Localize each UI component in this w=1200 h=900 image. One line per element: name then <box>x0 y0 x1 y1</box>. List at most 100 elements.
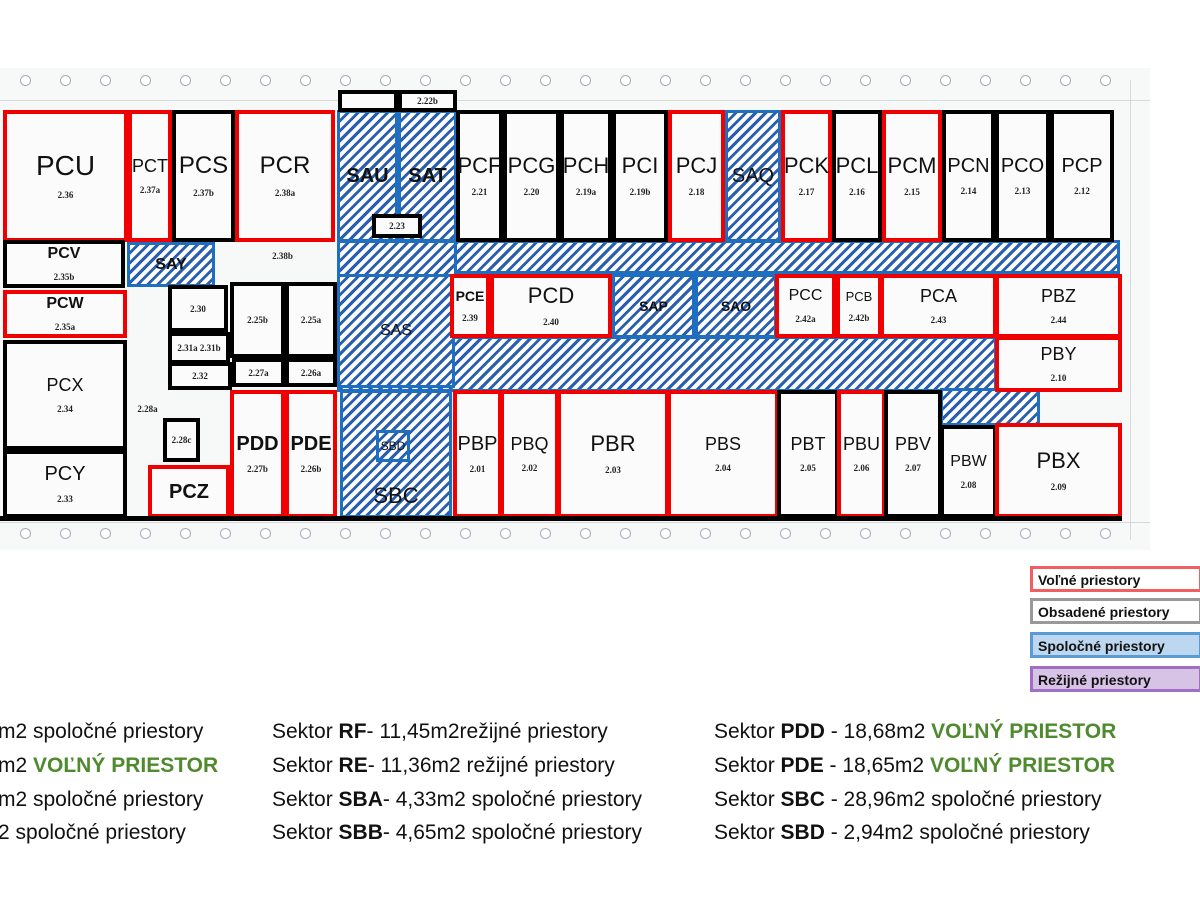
grid-axis-marker <box>500 75 511 86</box>
room-number: 2.25a <box>300 315 322 325</box>
grid-axis-marker <box>620 528 631 539</box>
room-number: 2.18 <box>688 187 705 197</box>
grid-axis-marker <box>100 528 111 539</box>
grid-axis-marker <box>180 528 191 539</box>
room-2-25b[interactable]: 2.25b <box>230 282 285 358</box>
room-2-38b[interactable]: 2.38b <box>230 242 335 270</box>
grid-axis-marker <box>300 528 311 539</box>
grid-axis-marker <box>1020 528 1031 539</box>
room-sao[interactable]: SAO <box>695 274 777 338</box>
room-2-23[interactable]: 2.23 <box>372 214 422 238</box>
grid-axis-marker <box>340 528 351 539</box>
grid-axis-marker <box>1100 75 1111 86</box>
sector-note: Sektor SBB- 4,65m2 spoločné priestory <box>272 821 642 845</box>
room-number: 2.08 <box>960 479 977 490</box>
room-number: 2.17 <box>798 187 815 197</box>
room-number: 2.26a <box>300 367 322 378</box>
room-2-28a[interactable]: 2.28a <box>130 398 165 420</box>
room-number: 2.30 <box>190 303 206 314</box>
room-2-22b[interactable]: 2.22b <box>398 90 457 112</box>
room-number: 2.42b <box>848 312 870 323</box>
note-text: - 18,68m2 <box>824 720 932 743</box>
room-2-26a[interactable]: 2.26a <box>285 358 337 387</box>
room-code: PCM <box>887 153 937 178</box>
grid-axis-marker <box>60 528 71 539</box>
grid-axis-marker <box>140 75 151 86</box>
sector-code: PDD <box>780 720 825 743</box>
room-number: 2.04 <box>715 463 731 473</box>
room-2-30[interactable]: 2.30 <box>168 285 228 332</box>
room-pcz[interactable]: PCZ <box>148 465 230 518</box>
room-2-31a-2-31b[interactable]: 2.31a 2.31b <box>168 332 230 364</box>
grid-axis-marker <box>1060 528 1071 539</box>
room-code: SAO <box>720 298 752 314</box>
room-code: PBT <box>790 434 826 454</box>
room-number: 2.07 <box>905 463 921 473</box>
room-[interactable] <box>338 90 398 112</box>
room-number: 2.03 <box>605 465 621 475</box>
sector-note: m2 spoločné priestory <box>0 720 203 744</box>
room-2-28c[interactable]: 2.28c <box>163 418 200 462</box>
room-number: 2.34 <box>57 404 73 414</box>
room-sas[interactable]: SAS <box>337 274 455 388</box>
room-number: 2.14 <box>960 186 977 196</box>
grid-axis-marker <box>580 75 591 86</box>
grid-line <box>0 100 1150 101</box>
grid-axis-marker <box>380 75 391 86</box>
room-sbd[interactable]: SBD <box>376 430 410 462</box>
grid-axis-marker <box>740 528 751 539</box>
room-2-27a[interactable]: 2.27a <box>232 358 285 387</box>
room-sap[interactable]: SAP <box>612 274 695 338</box>
room-2-32[interactable]: 2.32 <box>168 362 232 390</box>
grid-axis-marker <box>580 528 591 539</box>
room-number: 2.44 <box>1050 315 1067 325</box>
grid-axis-marker <box>940 75 951 86</box>
room-2-25a[interactable]: 2.25a <box>285 282 337 358</box>
room-saq[interactable]: SAQ <box>725 110 781 242</box>
room-number: 2.12 <box>1074 186 1090 196</box>
legend-item-common: Spoločné priestory <box>1030 632 1200 658</box>
room-say[interactable]: SAY <box>127 242 215 287</box>
room-number: 2.27a <box>248 367 269 378</box>
grid-axis-marker <box>980 528 991 539</box>
room-code: PCR <box>259 152 311 179</box>
